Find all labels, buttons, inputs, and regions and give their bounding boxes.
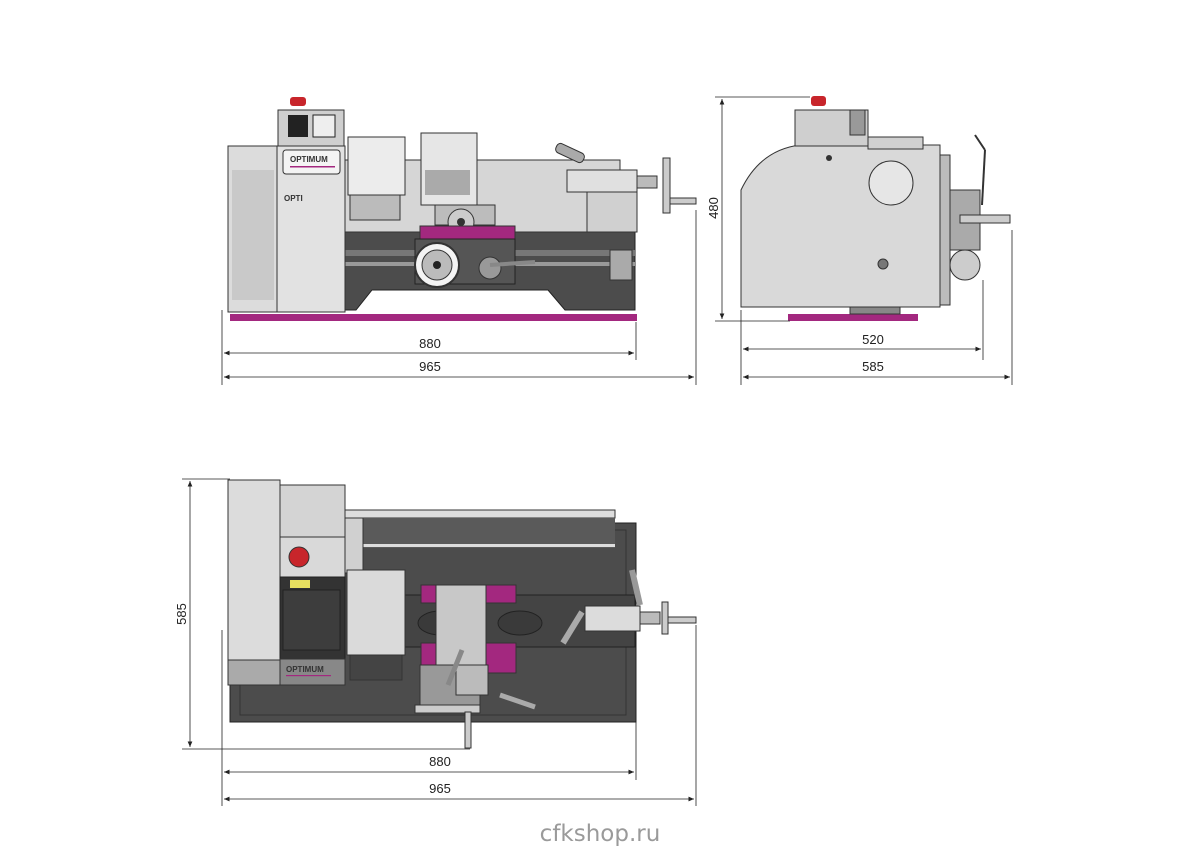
tailstock xyxy=(566,169,638,193)
watermark: cfkshop.ru xyxy=(540,821,661,847)
side-view xyxy=(740,96,1011,321)
dim-side-height: 480 xyxy=(706,197,721,219)
side-dimensions xyxy=(715,96,1013,385)
dim-top-bed-length: 880 xyxy=(429,754,451,769)
dim-front-bed-length: 880 xyxy=(419,336,441,351)
side-body xyxy=(740,144,941,308)
base-plate xyxy=(788,314,918,321)
carriage-saddle xyxy=(419,225,516,240)
top-dimensions xyxy=(182,478,697,806)
dim-front-overall-length: 965 xyxy=(419,359,441,374)
chuck-guard xyxy=(347,136,406,196)
dim-side-overall-depth: 585 xyxy=(862,359,884,374)
dim-top-overall-length: 965 xyxy=(429,781,451,796)
emergency-stop-icon xyxy=(288,546,310,568)
dim-top-depth: 585 xyxy=(174,603,189,625)
emergency-stop-icon xyxy=(290,97,306,106)
brand-label: OPTIMUM xyxy=(290,155,328,164)
tailstock xyxy=(584,605,641,632)
front-dimensions xyxy=(221,210,697,385)
base-plate xyxy=(230,314,637,321)
emergency-stop-icon xyxy=(811,96,826,106)
tailstock-handwheel xyxy=(662,157,671,214)
brand-label: OPTIMUM xyxy=(286,665,324,674)
model-label: OPTI xyxy=(284,194,303,203)
dim-side-base-depth: 520 xyxy=(862,332,884,347)
front-view: OPTIMUM OPTI xyxy=(227,97,697,321)
top-view: OPTIMUM xyxy=(227,479,697,749)
